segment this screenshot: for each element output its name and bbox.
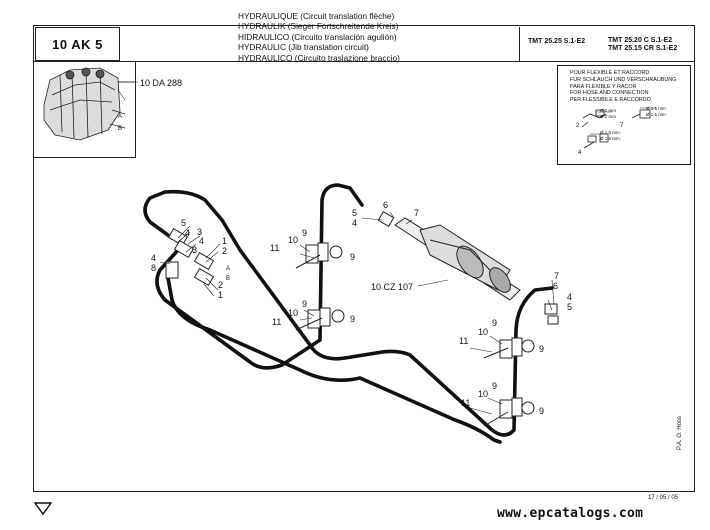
callout: 9 (539, 344, 545, 354)
callout: 9 (302, 228, 308, 238)
thumb-ref: 10 DA 288 (140, 78, 183, 88)
cylinder-ref: 10 CZ 107 (371, 282, 414, 292)
callout: 4 (151, 253, 157, 263)
callout: 11 (272, 317, 282, 327)
callout: 9 (350, 252, 356, 262)
callout-port: A (226, 266, 231, 272)
clamp-4 (483, 397, 535, 427)
legend-dim: Ø 1.5 mm (600, 136, 620, 141)
thumb-port-b: B (118, 126, 123, 132)
thumb-port-a: A (118, 114, 123, 120)
callout: 3 (197, 227, 203, 237)
callout: 5 (567, 302, 573, 312)
hose-lines (143, 183, 554, 444)
title-fr: HYDRAULIQUE (Circuit translation flèche) (238, 11, 395, 21)
title-es: HIDRAULICO (Circuito translación agulión… (238, 31, 397, 42)
callout: 10 (478, 327, 489, 337)
title-en: HYDRAULIC (Jib translation circuit) (238, 42, 369, 53)
callout: 9 (539, 406, 545, 416)
author-mark: P.A. O. Hoss (677, 416, 683, 450)
clamp-3 (483, 337, 535, 359)
legend-dim: Ø 2 mm (600, 108, 617, 113)
hose-clamps (295, 242, 535, 427)
callout: 10 (288, 235, 299, 245)
valve-fittings (165, 227, 215, 287)
model-right-1: TMT 25.20 C S.1-E2 (608, 37, 673, 44)
legend-dim: Ø 1.5 mm (646, 106, 666, 111)
legend-dim: Ø 1.5 mm (646, 112, 666, 117)
title-it: HYDRAULICO (Circuito traslazione braccio… (238, 52, 400, 63)
legend-box: POUR FLEXIBLE ET RACCORD FUR SCHLAUCH UN… (557, 65, 691, 165)
valve-thumbnail (33, 61, 136, 158)
callout: 9 (492, 318, 498, 328)
legend-line: POUR FLEXIBLE ET RACCORD (570, 70, 650, 76)
callout: 4 (199, 236, 205, 246)
callout: 9 (492, 381, 498, 391)
callout: 4 (185, 228, 191, 238)
jib-cylinder-drawing (377, 210, 559, 325)
callout: 7 (554, 271, 560, 281)
clamp-1 (295, 242, 343, 269)
diagram-code: 10 AK 5 (35, 27, 120, 61)
callout: 6 (383, 200, 389, 210)
callout: 5 (181, 218, 187, 228)
callout: 11 (461, 398, 471, 408)
down-arrow-icon[interactable] (33, 499, 53, 519)
legend-item: 7 (620, 123, 624, 129)
callout: 11 (459, 336, 469, 346)
legend-fitting-icons (581, 109, 651, 149)
callout: 1 (222, 236, 228, 246)
callout: 4 (352, 218, 358, 228)
callout: 11 (270, 243, 280, 253)
legend-text: POUR FLEXIBLE ET RACCORD FUR SCHLAUCH UN… (570, 70, 676, 104)
leader-lines (117, 81, 555, 415)
callout: 5 (352, 208, 358, 218)
callout: 9 (350, 314, 356, 324)
model-right: TMT 25.20 C S.1-E2 TMT 25.15 CR S.1-E2 (608, 37, 677, 53)
diagram-titles: HYDRAULIQUE (Circuit translation flèche)… (238, 11, 400, 63)
callout: 4 (567, 292, 573, 302)
legend-item: 2 (576, 123, 580, 129)
legend-line: FUR SCHLAUCH UND VERSCHRAUBUNG (570, 76, 677, 83)
callout: 2 (218, 280, 224, 290)
legend-item: 4 (578, 150, 582, 156)
callout: 8 (151, 263, 157, 273)
diagram-code-text: 10 AK 5 (52, 36, 103, 52)
legend-line: PER FLESSIBILE E RACCORDO (570, 97, 651, 104)
dimension-ticks (590, 107, 656, 135)
callout: 6 (553, 281, 559, 291)
model-box: TMT 25.25 S.1-E2 TMT 25.20 C S.1-E2 TMT … (519, 27, 693, 61)
header-divider (33, 61, 695, 62)
callout: 10 (478, 389, 489, 399)
callout: 10 (288, 308, 299, 318)
model-left: TMT 25.25 S.1-E2 (528, 38, 586, 45)
model-right-2: TMT 25.15 CR S.1-E2 (608, 45, 678, 52)
watermark: www.epcatalogs.com (497, 506, 644, 521)
legend-line: FOR HOSE AND CONNECTION (570, 90, 649, 97)
callout-port: B (226, 276, 231, 282)
legend-dim: Ø 1.5 mm (600, 130, 620, 135)
callout: 7 (414, 208, 420, 218)
legend-line: PARA FLEXIBLE Y RACOR (570, 83, 637, 90)
callout: 2 (222, 246, 228, 256)
issue-date: 17 / 05 / 05 (648, 495, 679, 501)
callout: 3 (192, 245, 198, 255)
clamp-2 (295, 307, 345, 331)
title-de: HYDRAULIK (Sieger Fortschreitende Kreis) (238, 21, 399, 32)
callout: 1 (218, 290, 224, 300)
valve-thumbnail-drawing (43, 67, 135, 141)
page-frame (33, 25, 695, 492)
legend-dim: Ø 2 mm (600, 114, 617, 119)
callout: 9 (302, 299, 308, 309)
